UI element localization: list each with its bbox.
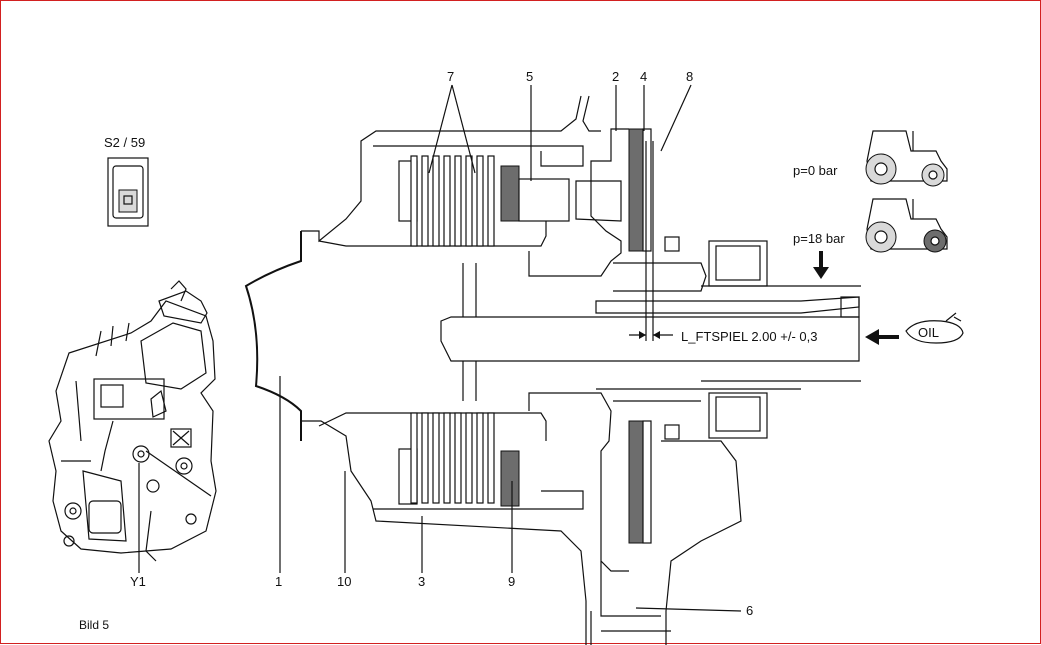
pressure-arrow-icon	[813, 251, 829, 279]
valve-label: Y1	[130, 574, 146, 589]
figure-caption: Bild 5	[79, 618, 109, 632]
part-number: 4	[640, 69, 647, 84]
oil-can-icon	[905, 312, 964, 344]
part-number: 9	[508, 574, 515, 589]
part-number: 6	[746, 603, 753, 618]
part-number: 5	[526, 69, 533, 84]
part-callouts: 7 5 2 4 8 1 10 3 9 6	[275, 69, 753, 618]
tractor-icon	[865, 198, 948, 253]
oil-label: OIL	[918, 325, 939, 340]
pressure-state-0: p=0 bar	[793, 163, 838, 178]
switch-s2-icon	[107, 157, 149, 227]
part-number: 10	[337, 574, 351, 589]
upper-clutch-plates	[398, 155, 570, 247]
part-number: 3	[418, 574, 425, 589]
clearance-note: L_FTSPIEL 2.00 +/- 0,3	[681, 329, 817, 344]
oil-inlet-arrow-icon	[865, 329, 899, 345]
part-number: 1	[275, 574, 282, 589]
clearance-indicator	[629, 141, 673, 341]
lower-clutch-plates	[398, 412, 520, 507]
transmission-housing-icon	[48, 280, 217, 562]
pressure-state-1: p=18 bar	[793, 231, 845, 246]
part-number: 7	[447, 69, 454, 84]
clutch-cross-section	[244, 95, 861, 645]
part-number: 2	[612, 69, 619, 84]
switch-label: S2 / 59	[104, 135, 145, 150]
tractor-icon	[865, 130, 948, 187]
part-number: 8	[686, 69, 693, 84]
